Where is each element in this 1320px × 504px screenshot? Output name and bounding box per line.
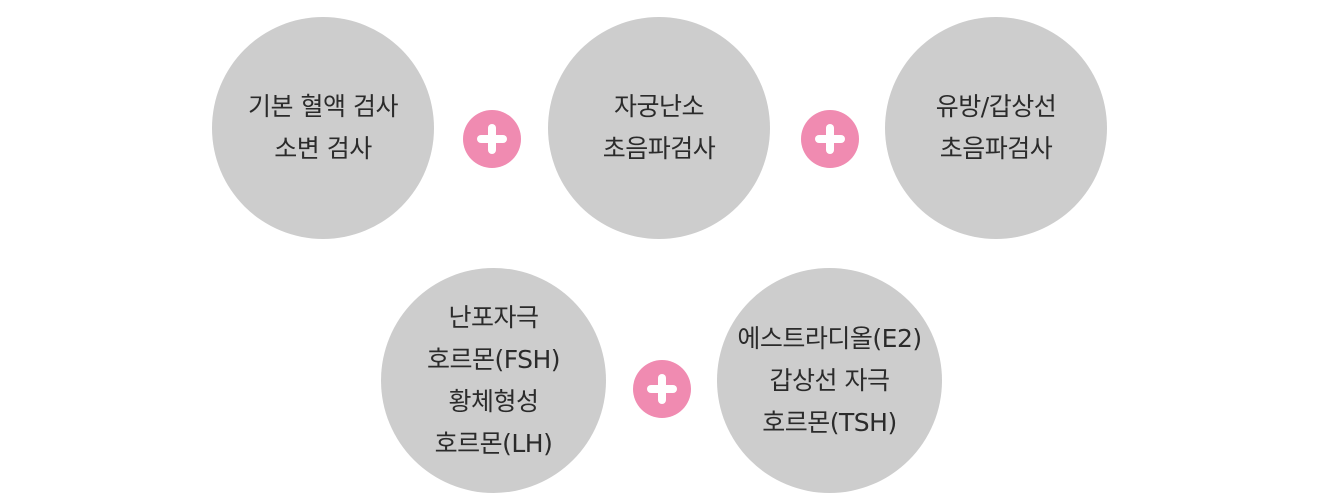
plus-icon	[463, 110, 521, 168]
test-circle-fsh-lh: 난포자극 호르몬(FSH) 황체형성 호르몬(LH)	[381, 268, 606, 493]
circle-label-line: 호르몬(LH)	[434, 428, 553, 458]
circle-label-line: 호르몬(TSH)	[762, 407, 897, 437]
test-circle-breast-thyroid-ultrasound: 유방/갑상선 초음파검사	[885, 17, 1107, 239]
test-circle-e2-tsh: 에스트라디올(E2) 갑상선 자극 호르몬(TSH)	[717, 268, 942, 493]
circle-label-line: 난포자극	[448, 302, 539, 332]
circle-label-line: 소변 검사	[274, 134, 372, 163]
circle-label-line: 초음파검사	[939, 134, 1053, 163]
circle-label-line: 황체형성	[448, 386, 539, 416]
circle-label-line: 자궁난소	[613, 92, 705, 121]
circle-label-line: 호르몬(FSH)	[426, 344, 561, 374]
test-circle-basic-blood-urine: 기본 혈액 검사 소변 검사	[212, 17, 434, 239]
circle-label-line: 갑상선 자극	[769, 365, 890, 395]
circle-label-line: 초음파검사	[602, 134, 716, 163]
circle-label-line: 에스트라디올(E2)	[737, 323, 922, 353]
circle-label-line: 유방/갑상선	[935, 92, 1057, 121]
test-circle-uterus-ovary-ultrasound: 자궁난소 초음파검사	[548, 17, 770, 239]
plus-icon	[801, 110, 859, 168]
plus-icon	[633, 360, 691, 418]
circle-label-line: 기본 혈액 검사	[248, 92, 398, 121]
